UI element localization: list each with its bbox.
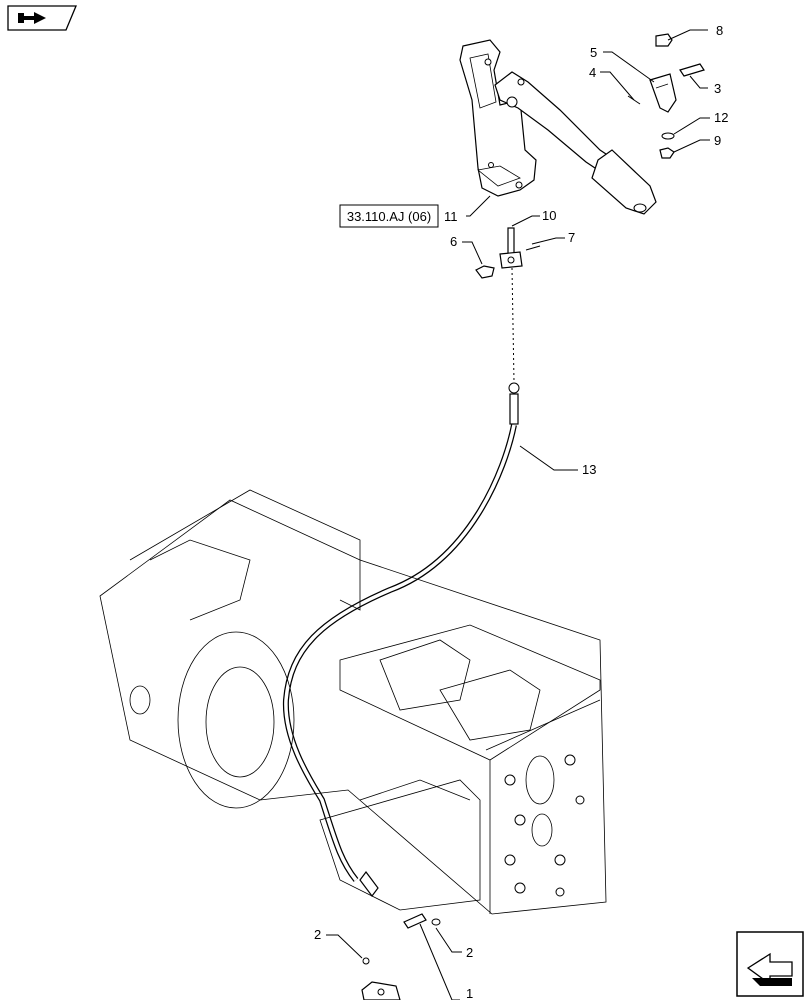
threaded-clevis — [499, 227, 523, 269]
lower-clip-b — [431, 918, 441, 926]
navigation-hand-arrow-icon[interactable] — [7, 5, 77, 31]
callout-2-left: 2 — [314, 927, 321, 942]
leader-lines — [326, 29, 710, 1000]
callout-6: 6 — [450, 234, 457, 249]
callout-7: 7 — [568, 230, 575, 245]
callout-1: 1 — [466, 986, 473, 1000]
callout-8: 8 — [716, 23, 723, 38]
brake-lever-bracket — [459, 39, 537, 197]
callout-4: 4 — [589, 65, 596, 80]
callout-2-right: 2 — [466, 945, 473, 960]
brake-cable — [282, 382, 520, 897]
pin — [679, 63, 705, 77]
pawl-plate — [649, 73, 677, 113]
transmission-housing — [99, 489, 607, 915]
washer — [661, 132, 675, 140]
nut — [659, 147, 675, 159]
lower-pin — [403, 913, 427, 929]
callout-3: 3 — [714, 81, 721, 96]
brake-lever-grip — [591, 149, 657, 215]
callout-9: 9 — [714, 133, 721, 148]
lower-lever-bracket — [361, 981, 401, 1000]
reference-box-label: 33.110.AJ (06) — [347, 209, 431, 224]
clevis-pin — [475, 265, 495, 279]
cotter-pin — [525, 245, 541, 251]
callout-5: 5 — [590, 45, 597, 60]
next-page-arrow-icon[interactable] — [736, 931, 804, 997]
alignment-line — [511, 267, 515, 383]
callout-13: 13 — [582, 462, 596, 477]
lower-clip-a — [362, 957, 370, 965]
callout-10: 10 — [542, 208, 556, 223]
knob — [655, 33, 673, 47]
reference-box[interactable]: 33.110.AJ (06) — [339, 204, 439, 228]
callout-12: 12 — [714, 110, 728, 125]
callout-11: 11 — [444, 209, 458, 224]
